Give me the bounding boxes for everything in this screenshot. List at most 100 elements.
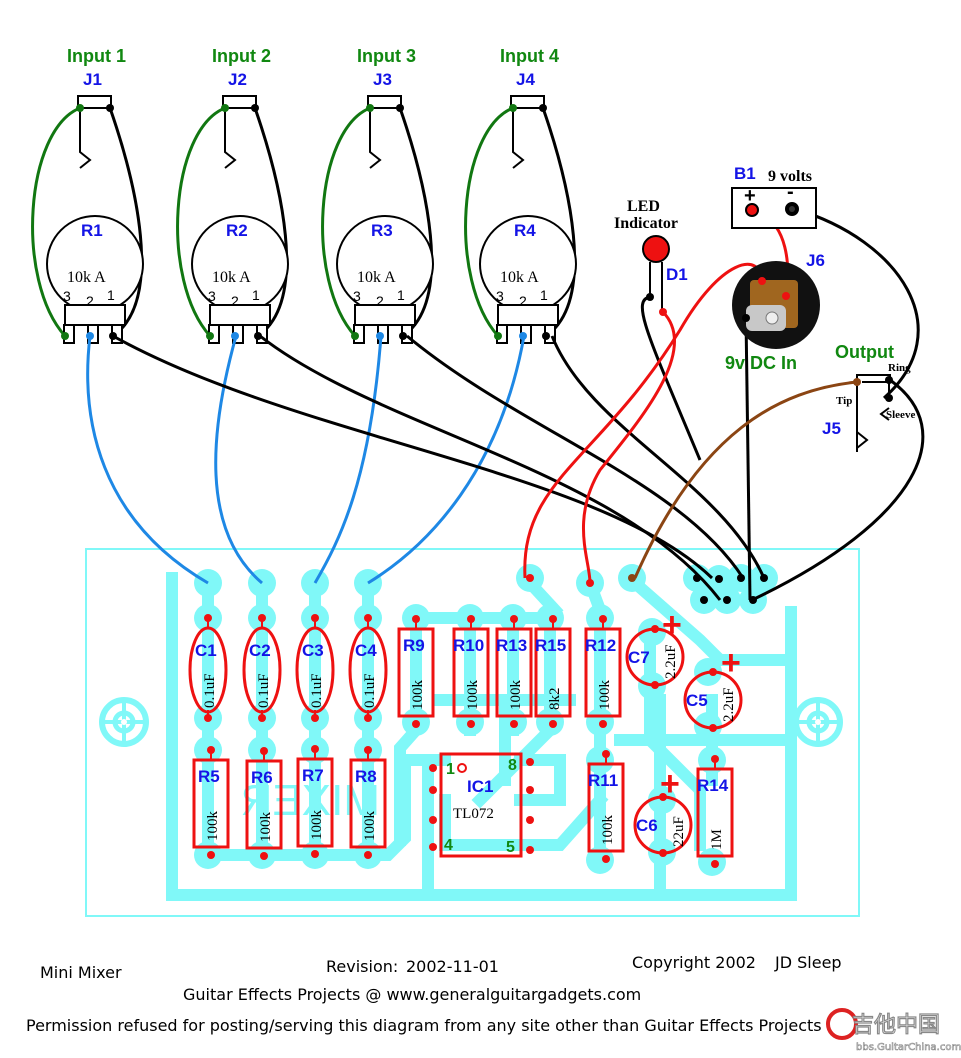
footer-site-line: Guitar Effects Projects @ www.generalgui… <box>183 985 641 1004</box>
jack-sleeve-dot <box>539 104 547 112</box>
ic-pin-dot <box>429 786 437 794</box>
jack-tip-dot <box>366 104 374 112</box>
pot-pin-2-label: 2 <box>86 293 94 309</box>
wire-black-1 <box>108 107 144 338</box>
resistor-value-label: 8k2 <box>547 688 563 711</box>
pot-pin-3-label: 3 <box>496 288 504 304</box>
pot-lug-3-dot <box>206 332 214 340</box>
input-label: Input 2 <box>212 46 271 66</box>
jack-2-tip-contact <box>224 108 237 169</box>
pcb-board-outline <box>85 548 860 917</box>
jack-3-tip-contact <box>369 108 382 169</box>
output-ring-label: Ring <box>888 362 911 374</box>
pot-pin-1-label: 1 <box>397 287 405 303</box>
ic-pin-1-label: 1 <box>446 761 455 778</box>
resistor-ref-label: R7 <box>302 766 324 785</box>
resistor-ref-label: R6 <box>251 768 273 787</box>
cap-ref-label: C1 <box>195 641 217 660</box>
watermark-cn: 吉他中国 <box>852 1013 940 1038</box>
led-d1: LED Indicator D1 <box>614 198 688 316</box>
pot-pin-2-label: 2 <box>376 293 384 309</box>
ecap-pin <box>651 681 659 689</box>
battery-ref-label: B1 <box>734 164 756 183</box>
resistor-pin <box>599 720 607 728</box>
polarity-plus-icon: + <box>662 606 682 644</box>
cap-body <box>295 626 335 714</box>
cap-pin <box>311 614 319 622</box>
resistor-pin <box>711 860 719 868</box>
wire-black-2 <box>253 107 289 338</box>
pot-lug-3-dot <box>61 332 69 340</box>
ic-pin-5-label: 5 <box>506 839 515 856</box>
watermark-logo-icon <box>826 1008 858 1040</box>
resistor-pin <box>311 850 319 858</box>
pot-lug-1-dot <box>399 332 407 340</box>
cap-body <box>242 626 282 714</box>
cap-pin <box>204 714 212 722</box>
watermark-url: bbs.GuitarChina.com <box>856 1042 961 1053</box>
output-jack-j5: Output Ring Tip Sleeve J5 <box>822 342 915 452</box>
cap-value-label: 0.1uF <box>309 673 325 708</box>
pot-value-label: 10k A <box>212 269 251 286</box>
footer: Mini Mixer Revision: 2002-11-01 Copyrigh… <box>26 953 961 1053</box>
resistor-value-label: 100k <box>258 812 274 843</box>
resistor-ref-label: R10 <box>453 636 484 655</box>
ecap-value-label: 2.2uF <box>663 644 679 679</box>
pot-pin-3-label: 3 <box>63 288 71 304</box>
cap-value-label: 0.1uF <box>256 673 272 708</box>
resistor-pin <box>207 851 215 859</box>
wire-black-4 <box>541 107 577 338</box>
jack-tip-dot <box>509 104 517 112</box>
resistor-ref-label: R5 <box>198 767 220 786</box>
pot-value-label: 10k A <box>500 269 539 286</box>
resistor-value-label: 100k <box>309 810 325 841</box>
pot-ref-label: R3 <box>371 221 393 240</box>
ic1-tl072: 1 8 4 5 IC1 TL072 <box>429 752 534 858</box>
resistor-value-label: 100k <box>597 680 613 711</box>
ecap-value-label: 2.2uF <box>721 687 737 722</box>
dc-jack-j6: J6 9v DC In <box>725 251 825 373</box>
cap-pin <box>258 614 266 622</box>
dc-jack-ref-label: J6 <box>806 251 825 270</box>
footer-revision-label: Revision: <box>326 957 398 976</box>
resistor-pin <box>260 852 268 860</box>
ic-pin-dot <box>429 816 437 824</box>
jack-ref-label: J1 <box>83 70 102 89</box>
pot-ref-label: R1 <box>81 221 103 240</box>
ecap-pin <box>651 625 659 633</box>
ecap-pin <box>659 793 667 801</box>
battery-minus-symbol: - <box>787 181 794 203</box>
resistor-pin <box>510 720 518 728</box>
input-label: Input 4 <box>500 46 559 66</box>
ic-pin-8-label: 8 <box>508 757 517 774</box>
resistor-ref-label: R15 <box>535 636 566 655</box>
cap-value-label: 0.1uF <box>202 673 218 708</box>
ecap-ref-label: C6 <box>636 816 658 835</box>
pot-value-label: 10k A <box>67 269 106 286</box>
wire-green-4 <box>464 106 514 337</box>
resistor-r7: R7 100k <box>296 745 334 858</box>
cap-body <box>188 626 228 714</box>
pot-lug-3-dot <box>494 332 502 340</box>
pot-pin-1-label: 1 <box>540 287 548 303</box>
ecap-pin <box>709 668 717 676</box>
jack-sleeve-dot <box>251 104 259 112</box>
output-label: Output <box>835 342 894 362</box>
input-label: Input 3 <box>357 46 416 66</box>
ic-pin-dot <box>429 843 437 851</box>
pot-pin-1-label: 1 <box>107 287 115 303</box>
cap-pin <box>364 614 372 622</box>
resistor-ref-label: R9 <box>403 636 425 655</box>
pot-4-bracket <box>497 304 559 326</box>
footer-copyright: Copyright 2002 <box>632 953 756 972</box>
